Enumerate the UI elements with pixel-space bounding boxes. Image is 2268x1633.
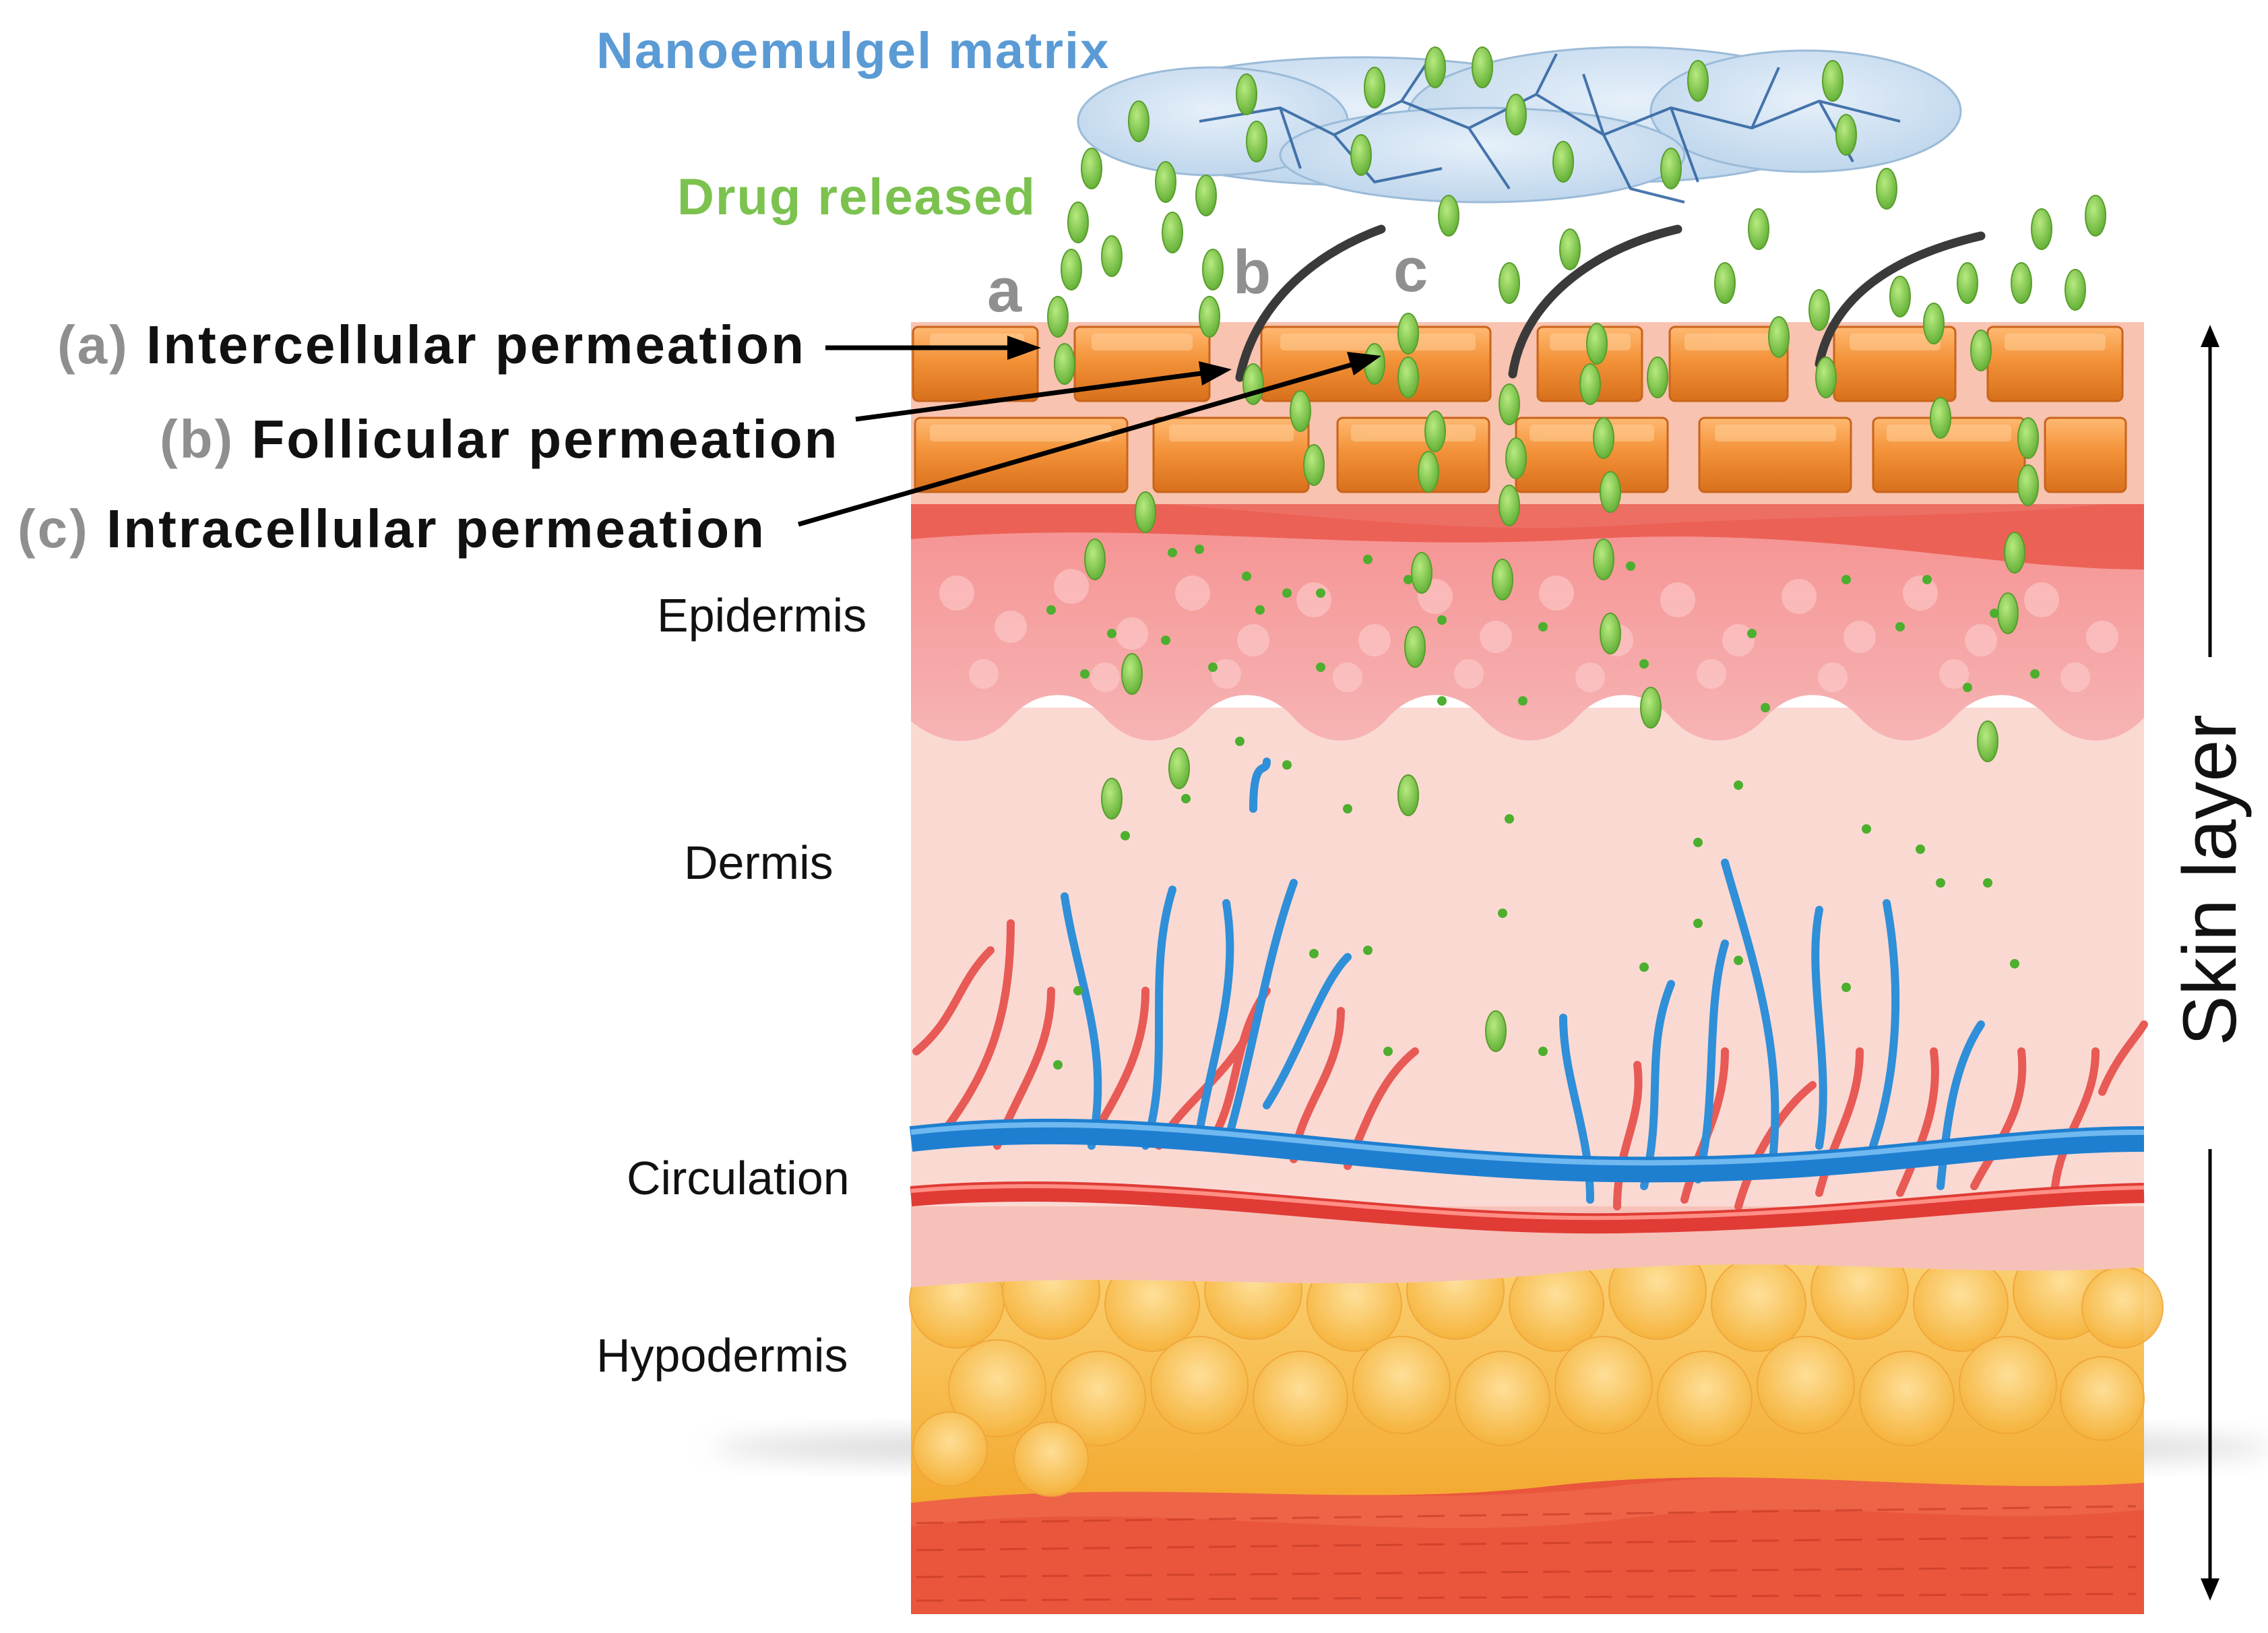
intracellular-text: Intracellular permeation <box>106 499 766 559</box>
drug-dots <box>1046 545 2040 1070</box>
drug-droplets <box>1047 47 2106 1052</box>
arrow-follicular <box>855 370 1207 422</box>
arrow-intracellular <box>798 361 1355 527</box>
intracellular-letter: (c) <box>18 499 90 559</box>
intercellular-text: Intercellular permeation <box>146 315 806 375</box>
intercellular-permeation-label: (a) Intercellular permeation <box>57 318 806 372</box>
intercellular-letter: (a) <box>57 315 129 375</box>
follicular-text: Follicular permeation <box>251 409 840 469</box>
arrow-intercellular-head <box>1007 336 1041 360</box>
capillaries <box>912 758 2148 1210</box>
hypodermis-label: Hypodermis <box>596 1329 848 1382</box>
route-letter-a: a <box>987 256 1022 325</box>
follicular-permeation-label: (b) Follicular permeation <box>160 412 839 466</box>
intracellular-permeation-label: (c) Intracellular permeation <box>18 502 766 556</box>
arrow-intracellular-head <box>1347 352 1381 375</box>
route-letter-b: b <box>1233 238 1271 307</box>
circulation-vessels <box>909 1118 2145 1234</box>
hair-follicles <box>1235 224 1986 382</box>
arrow-follicular-head <box>1199 361 1232 386</box>
nanoemulgel-cloud <box>1077 46 1962 204</box>
route-letter-c: c <box>1393 236 1428 305</box>
drug-released-label: Drug released <box>677 168 1036 226</box>
skin-layer-label: Skin layer <box>2168 714 2252 1046</box>
permeation-arrows <box>798 336 1381 527</box>
epidermis-label: Epidermis <box>657 589 867 642</box>
dermis-label: Dermis <box>684 836 833 889</box>
nanoemulgel-matrix-label: Nanoemulgel matrix <box>596 22 1110 80</box>
skin-layer-arrow <box>2201 325 2219 1601</box>
circulation-label: Circulation <box>627 1152 850 1204</box>
hypodermis-layer <box>909 1241 2164 1503</box>
follicular-letter: (b) <box>160 409 235 469</box>
